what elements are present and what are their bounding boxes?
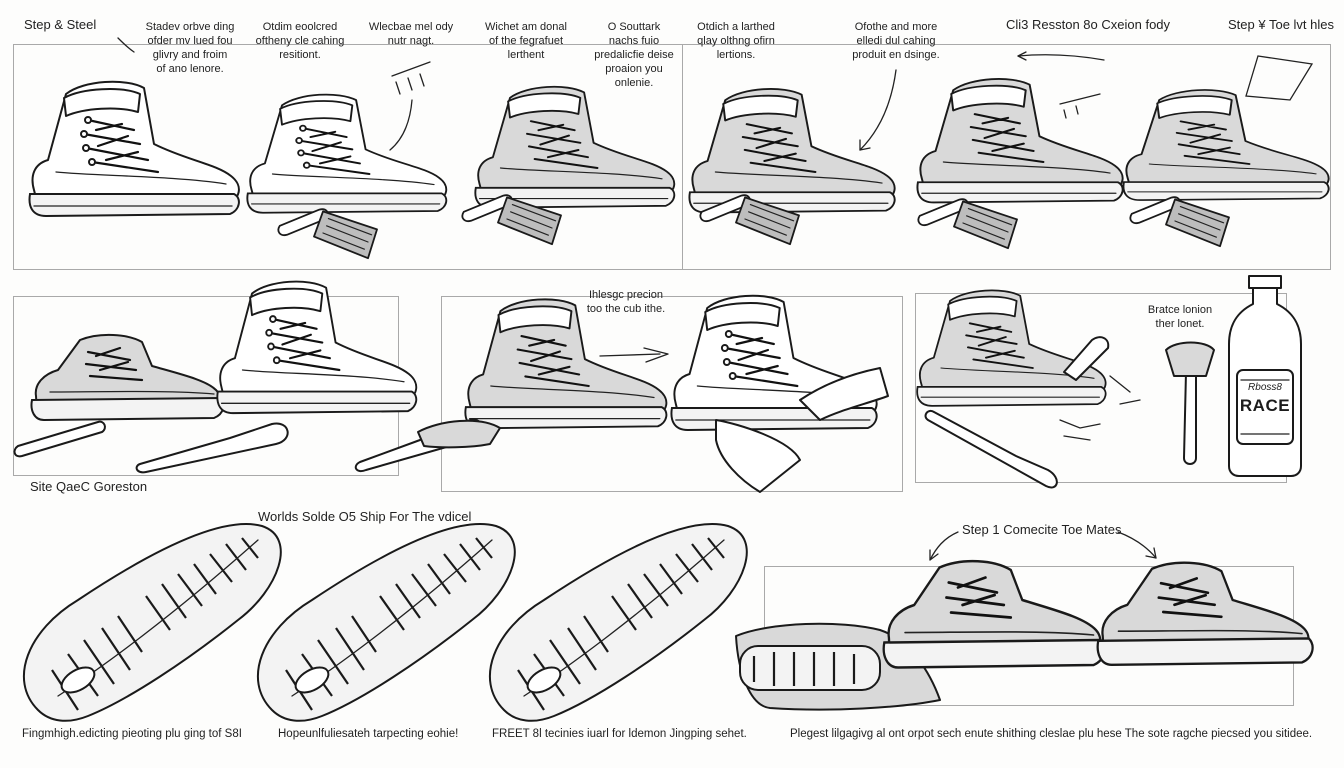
note-3: Wlecbae mel ody nutr nagt.	[368, 21, 454, 47]
title-step-steel: Step & Steel	[24, 17, 97, 32]
note-2: Otdim eoolcred oftheny cle cahing resiti…	[255, 21, 345, 61]
note-7: Ofothe and more elledi dul cahing produi…	[852, 21, 940, 61]
note-8: Ihlesgc precion too the cub ithe.	[586, 289, 666, 315]
note-9: Bratce lonion ther lonet.	[1147, 304, 1213, 330]
caption-4: Plegest lilgagivg al ont orpot sech enut…	[790, 728, 1313, 740]
top-panel-divider	[682, 44, 683, 270]
caption-3: FREET 8l tecinies iuarl for ldemon Jingp…	[492, 728, 747, 740]
title-worlds-solde: Worlds Solde O5 Ship For The vdicel	[258, 509, 472, 524]
title-cli-reston: Cli3 Resston 8o Cxeion fody	[1006, 17, 1171, 32]
pointer-arrow-icon	[929, 531, 1157, 561]
note-1: Stadev orbve ding ofder mv lued fou gliv…	[145, 21, 235, 75]
bottle-icon	[1228, 275, 1302, 477]
bottle-brand-large: RACE	[1239, 396, 1291, 415]
caption-2: Hopeunlfuliesateh tarpecting eohie!	[278, 728, 459, 740]
top-panel-frame	[13, 44, 1331, 270]
title-step-comecite: Step 1 Comecite Toe Mates	[962, 522, 1122, 537]
caption-1: Fingmhigh.edicting pieoting plu ging tof…	[22, 728, 242, 740]
note-5: O Souttark nachs fuio predalicfie deise …	[594, 21, 674, 89]
note-4: Wichet am donal of the fegrafuet lerthen…	[485, 21, 567, 61]
title-step-toe: Step ¥ Toe lvt hles	[1228, 17, 1334, 32]
pointer-arrow-icon	[117, 37, 1314, 151]
cloth-sheet	[735, 622, 941, 711]
tool-icon	[13, 336, 1215, 493]
middle-center-panel-frame	[441, 296, 903, 492]
note-6: Otdich a larthed qlay olthng ofirn lerti…	[697, 21, 775, 61]
bottle-brand-small: Rboss8	[1248, 382, 1282, 393]
title-site-qaec: Site QaeC Goreston	[30, 479, 148, 494]
bottle: Rboss8 RACE	[1227, 274, 1303, 477]
